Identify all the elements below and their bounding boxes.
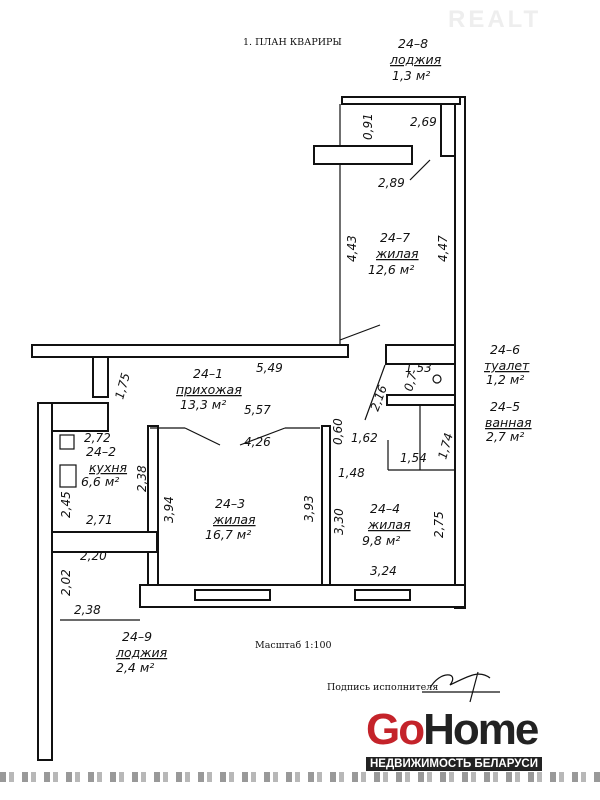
svg-text:3,24: 3,24: [370, 564, 397, 578]
signature-label: Подпись исполнителя: [327, 682, 438, 693]
svg-text:туалет: туалет: [484, 358, 530, 373]
svg-text:0,7: 0,7: [401, 370, 420, 392]
svg-text:2,72: 2,72: [84, 431, 111, 445]
svg-text:1,74: 1,74: [435, 431, 455, 460]
svg-text:1,48: 1,48: [338, 466, 365, 480]
room-label-24-3: 24–3 жилая 16,7 м²: [205, 496, 256, 542]
svg-text:24–5: 24–5: [490, 399, 520, 414]
logo-tagline: НЕДВИЖИМОСТЬ БЕЛАРУСИ: [366, 757, 542, 771]
svg-text:1,62: 1,62: [351, 431, 378, 445]
svg-text:2,45: 2,45: [59, 491, 73, 518]
svg-text:0,60: 0,60: [331, 418, 345, 445]
svg-text:лоджия: лоджия: [389, 52, 442, 67]
svg-text:лоджия: лоджия: [115, 645, 168, 660]
svg-text:жилая: жилая: [375, 246, 419, 261]
room-label-24-5: 24–5 ванная 2,7 м²: [485, 399, 532, 444]
room-label-24-9: 24–9 лоджия 2,4 м²: [115, 629, 168, 675]
svg-text:5,57: 5,57: [244, 403, 271, 417]
svg-text:2,71: 2,71: [86, 513, 113, 527]
svg-text:24–4: 24–4: [370, 501, 400, 516]
logo-go: Go: [366, 705, 425, 754]
svg-text:24–7: 24–7: [380, 230, 410, 245]
svg-text:1,3 м²: 1,3 м²: [392, 68, 430, 83]
svg-text:2,7 м²: 2,7 м²: [486, 429, 524, 444]
svg-text:2,4 м²: 2,4 м²: [116, 660, 154, 675]
room-label-24-8: 24–8 лоджия 1,3 м²: [389, 36, 442, 83]
svg-text:16,7 м²: 16,7 м²: [205, 527, 251, 542]
svg-text:2,02: 2,02: [59, 569, 73, 596]
svg-text:ванная: ванная: [485, 415, 532, 430]
svg-text:4,43: 4,43: [345, 235, 359, 262]
dimension-labels: 0,91 2,69 2,89 4,43 4,47 5,49 1,75 1,53 …: [59, 113, 456, 617]
room-label-24-7: 24–7 жилая 12,6 м²: [368, 230, 419, 277]
svg-text:6,6 м²: 6,6 м²: [81, 474, 119, 489]
signature: [429, 671, 491, 703]
svg-text:жилая: жилая: [367, 517, 411, 532]
svg-text:24–9: 24–9: [122, 629, 152, 644]
svg-text:2,89: 2,89: [378, 176, 405, 190]
svg-text:прихожая: прихожая: [176, 382, 242, 397]
svg-text:2,69: 2,69: [410, 115, 437, 129]
svg-text:24–3: 24–3: [215, 496, 245, 511]
scan-edge: [0, 772, 600, 782]
svg-text:24–6: 24–6: [490, 342, 520, 357]
svg-text:1,75: 1,75: [112, 371, 132, 400]
svg-text:1,54: 1,54: [400, 451, 427, 465]
svg-text:2,38: 2,38: [135, 465, 149, 492]
room-label-24-1: 24–1 прихожая 13,3 м²: [176, 366, 242, 412]
svg-text:0,91: 0,91: [361, 113, 375, 140]
svg-text:4,47: 4,47: [436, 235, 450, 262]
svg-text:2,38: 2,38: [74, 603, 101, 617]
svg-text:3,94: 3,94: [162, 496, 176, 523]
svg-text:24–1: 24–1: [193, 366, 223, 381]
gohome-logo: GoHome НЕДВИЖИМОСТЬ БЕЛАРУСИ: [366, 708, 556, 771]
svg-text:1,2 м²: 1,2 м²: [486, 372, 524, 387]
svg-text:4,26: 4,26: [244, 435, 271, 449]
svg-text:3,93: 3,93: [302, 495, 316, 522]
room-label-24-6: 24–6 туалет 1,2 м²: [484, 342, 530, 387]
svg-text:1,53: 1,53: [405, 361, 432, 375]
svg-text:3,30: 3,30: [332, 508, 346, 535]
svg-text:2,75: 2,75: [432, 511, 446, 538]
svg-text:2,20: 2,20: [80, 549, 107, 563]
svg-text:кухня: кухня: [89, 460, 128, 475]
svg-text:12,6 м²: 12,6 м²: [368, 262, 414, 277]
svg-text:13,3 м²: 13,3 м²: [180, 397, 226, 412]
logo-home: Home: [423, 705, 539, 754]
plan-title: 1. ПЛАН КВАРИРЫ: [243, 37, 342, 48]
svg-text:24–8: 24–8: [398, 36, 428, 51]
room-label-24-2: 24–2 кухня 6,6 м²: [81, 444, 128, 489]
svg-text:24–2: 24–2: [86, 444, 116, 459]
svg-text:9,8 м²: 9,8 м²: [362, 533, 400, 548]
room-label-24-4: 24–4 жилая 9,8 м²: [362, 501, 411, 548]
walls: [31, 96, 466, 761]
scale-label: Масштаб 1:100: [255, 640, 332, 651]
svg-text:5,49: 5,49: [256, 361, 283, 375]
realt-watermark: REALT: [448, 6, 542, 33]
svg-text:жилая: жилая: [212, 512, 256, 527]
